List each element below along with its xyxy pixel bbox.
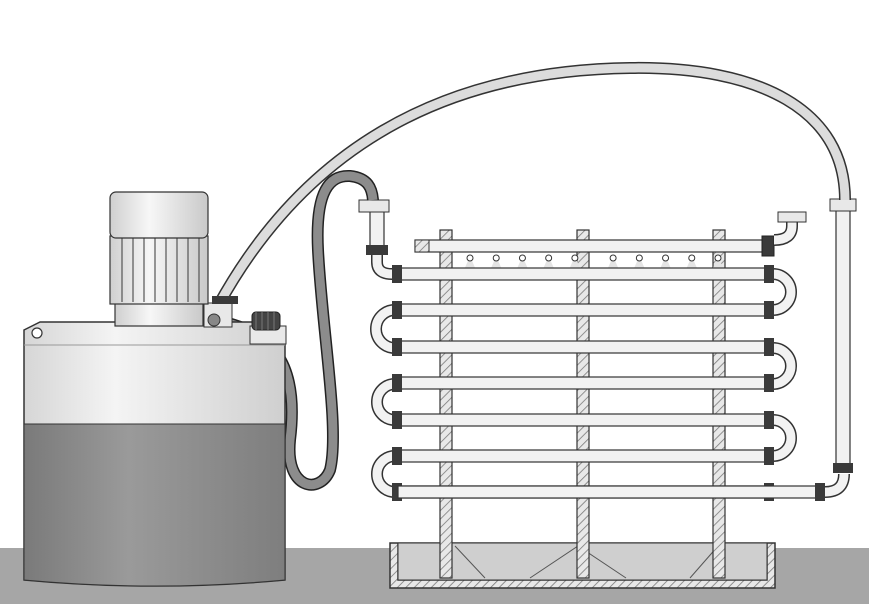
coil-tube: [392, 301, 774, 319]
coupling-right: [764, 447, 774, 465]
spray-nozzle-icon: [568, 254, 581, 270]
supply-hose: [212, 61, 851, 309]
support-post-right: [712, 229, 726, 579]
coupling-right: [764, 374, 774, 392]
coil-inlet: [358, 199, 393, 280]
coupling-right: [764, 338, 774, 356]
filler-cap: [249, 311, 287, 345]
coupling-left: [392, 483, 402, 501]
coupling-right: [764, 301, 774, 319]
coupling-left: [392, 301, 402, 319]
motor: [109, 191, 209, 327]
coil-tube: [392, 374, 774, 392]
coupling-right: [764, 265, 774, 283]
tank: [23, 321, 286, 587]
spray-nozzle-icon: [542, 254, 555, 270]
coil-tube: [392, 411, 774, 429]
spray-nozzle-icon: [685, 254, 698, 270]
coupling-left: [392, 374, 402, 392]
coupling-left: [392, 265, 402, 283]
tank-mount-hole: [31, 327, 43, 339]
return-riser: [829, 198, 857, 473]
spray-nozzle-icon: [712, 254, 724, 270]
coupling-left: [392, 447, 402, 465]
return-hose: [212, 169, 379, 491]
spray-nozzle-icon: [607, 254, 620, 270]
coil-tube: [392, 447, 774, 465]
coupling-left: [392, 411, 402, 429]
spray-nozzle-icon: [633, 254, 646, 270]
spray-nozzle-icon: [490, 254, 503, 270]
spray-nozzles: [464, 254, 724, 270]
coil-outlet: [397, 473, 850, 501]
spray-nozzle-icon: [464, 254, 476, 270]
coil-left-bends: [370, 304, 396, 498]
spray-manifold: [414, 211, 807, 270]
spray-nozzle-icon: [659, 254, 672, 270]
coil-right-bends: [772, 268, 797, 462]
pump-outlet: [203, 296, 238, 328]
spray-nozzle-icon: [516, 254, 529, 270]
coupling-right: [764, 411, 774, 429]
coil-tube: [392, 265, 774, 283]
support-post-left: [439, 229, 453, 579]
coil-supports: [439, 229, 726, 579]
support-post-middle: [576, 229, 590, 579]
coil-tube: [392, 338, 774, 356]
coil-tubes: [392, 265, 774, 501]
coupling-left: [392, 338, 402, 356]
